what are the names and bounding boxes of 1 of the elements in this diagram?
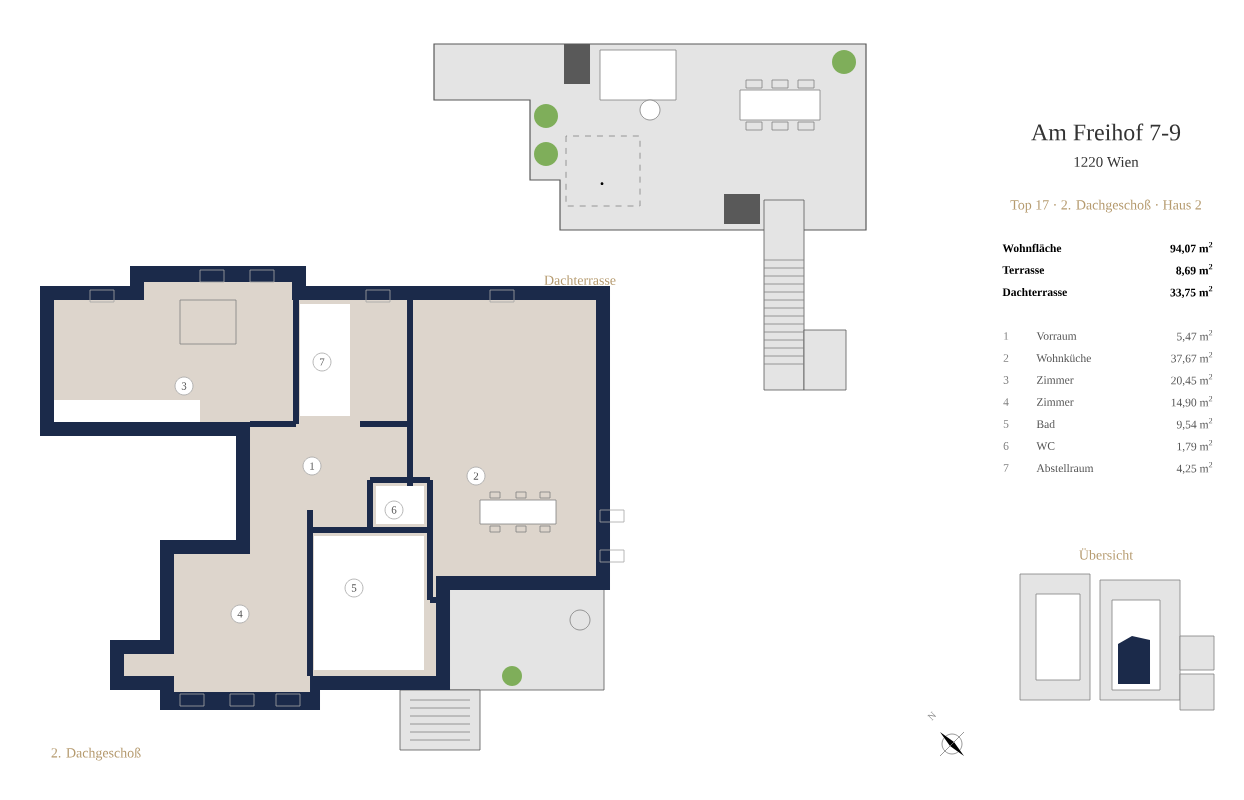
title: Am Freihof 7-9 [1031, 123, 1181, 141]
